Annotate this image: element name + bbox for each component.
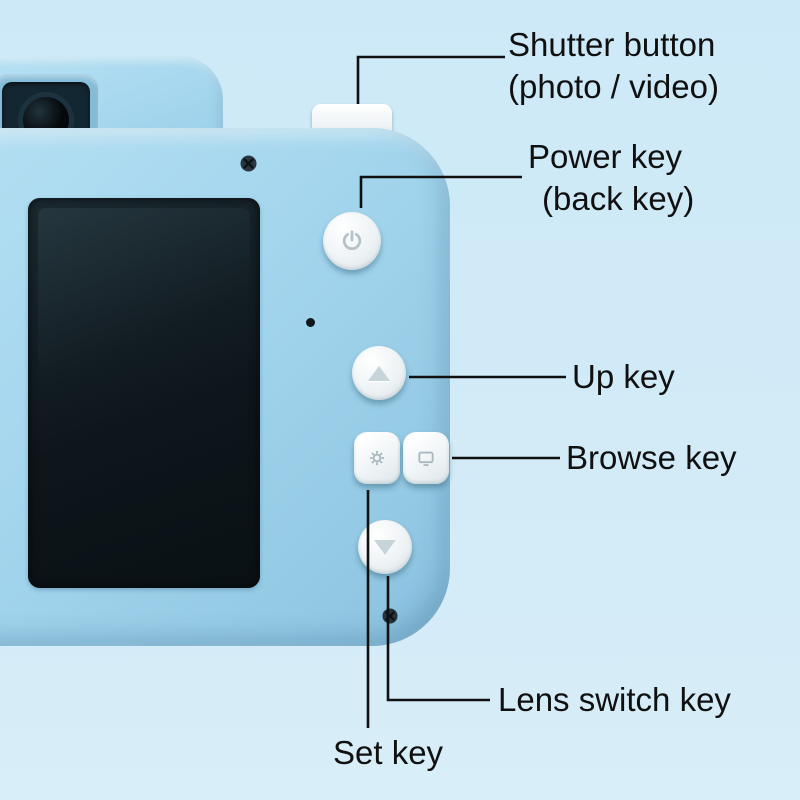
- shutter-label: Shutter button (photo / video): [508, 24, 719, 107]
- key-cluster: [354, 432, 449, 484]
- browse-key-label-text: Browse key: [566, 439, 737, 476]
- power-key-button: [323, 212, 381, 270]
- camera-screen: [28, 198, 260, 588]
- browse-key-button: [403, 432, 449, 484]
- screen-frame-icon: [418, 451, 434, 466]
- gear-icon: [369, 450, 385, 466]
- power-icon: [342, 230, 362, 251]
- screen-glass: [38, 208, 250, 578]
- set-key-button: [354, 432, 400, 484]
- callout-shutter-line: [356, 55, 505, 104]
- screw-bottom-icon: [382, 608, 398, 629]
- up-key-label: Up key: [572, 356, 675, 398]
- set-key-label-text: Set key: [333, 734, 444, 771]
- lens-switch-key-button: [358, 520, 412, 574]
- shutter-label-line2: (photo / video): [508, 67, 719, 105]
- browse-key-label: Browse key: [566, 437, 737, 479]
- triangle-up-icon: [368, 365, 390, 381]
- triangle-down-icon: [374, 539, 396, 555]
- mic-hole: [306, 318, 315, 327]
- up-key-label-text: Up key: [572, 358, 675, 395]
- screw-top-icon: [240, 155, 257, 177]
- power-label-line1: Power key: [528, 138, 683, 175]
- power-label: Power key (back key): [528, 136, 694, 219]
- lens-switch-key-label-text: Lens switch key: [498, 681, 731, 718]
- lens-switch-key-label: Lens switch key: [498, 679, 731, 721]
- set-key-label: Set key: [333, 732, 443, 774]
- power-label-line2: (back key): [542, 179, 695, 217]
- shutter-label-line1: Shutter button: [508, 26, 716, 63]
- up-key-button: [352, 346, 406, 400]
